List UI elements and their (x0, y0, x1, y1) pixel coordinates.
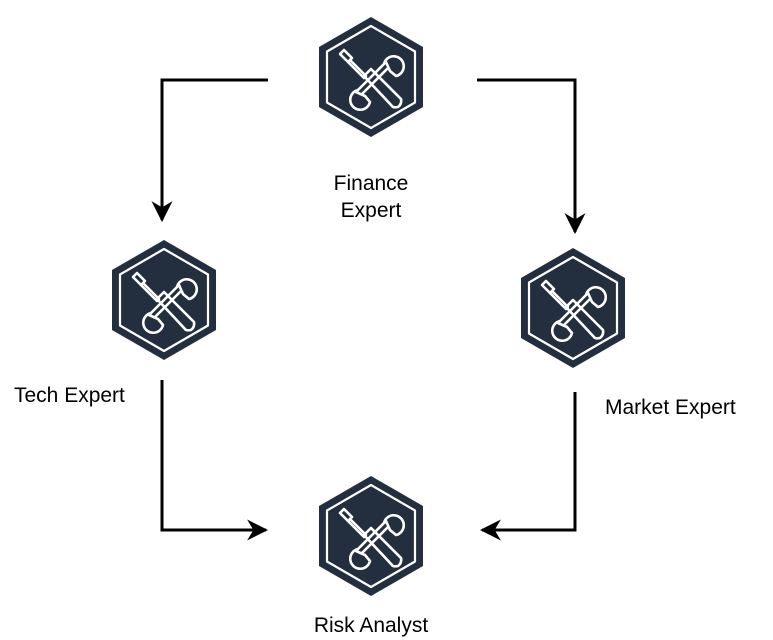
wrench-screwdriver-icon (317, 15, 425, 139)
wrench-screwdriver-icon (110, 238, 218, 362)
label-market-expert: Market Expert (605, 396, 736, 419)
node-finance (317, 15, 425, 139)
label-tech-expert: Tech Expert (14, 384, 125, 407)
node-market (519, 246, 627, 370)
label-risk-analyst: Risk Analyst (313, 614, 429, 637)
label-finance-expert: Finance Expert (333, 172, 409, 222)
edge-finance-to-tech (151, 78, 268, 223)
wrench-screwdriver-icon (317, 474, 425, 598)
edge-finance-to-market (477, 78, 586, 235)
wrench-screwdriver-icon (519, 246, 627, 370)
edge-market-to-risk (479, 392, 577, 541)
edge-tech-to-risk (160, 380, 269, 541)
node-risk (317, 474, 425, 598)
node-tech (110, 238, 218, 362)
